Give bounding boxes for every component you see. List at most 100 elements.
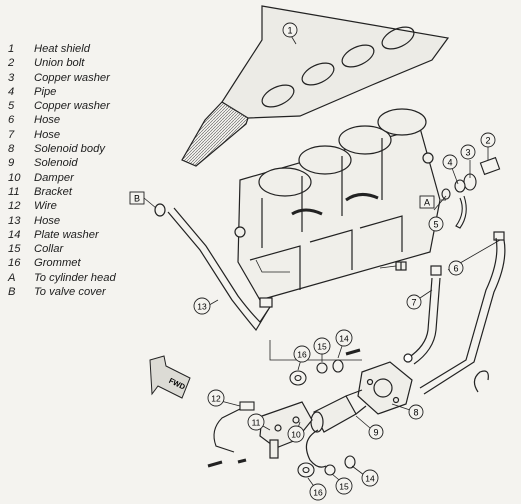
- hose-13: [154, 203, 273, 332]
- svg-text:9: 9: [373, 428, 378, 438]
- legend-key: 8: [8, 143, 15, 156]
- hose-clamp: [473, 370, 489, 393]
- legend-key: 16: [8, 257, 21, 270]
- callout-7: 7: [406, 294, 422, 310]
- svg-text:1: 1: [287, 26, 292, 36]
- callout-14-bottom: 14: [361, 469, 379, 487]
- legend-label: Copper washer: [34, 100, 110, 113]
- callout-6: 6: [448, 260, 464, 276]
- legend-row: 7 Hose: [6, 128, 176, 142]
- legend-key: 9: [8, 157, 15, 170]
- svg-text:4: 4: [447, 158, 452, 168]
- svg-text:10: 10: [291, 430, 301, 440]
- legend-label: Damper: [34, 171, 74, 184]
- callout-8: 8: [408, 404, 424, 420]
- callout-1: 1: [282, 22, 298, 38]
- svg-text:7: 7: [411, 298, 416, 308]
- legend-key: B: [8, 286, 16, 299]
- legend-row: 6 Hose: [6, 113, 176, 127]
- legend-label: Hose: [34, 214, 61, 227]
- legend-row: 10 Damper: [6, 171, 176, 185]
- legend-label: Union bolt: [34, 57, 85, 70]
- legend-key: 6: [8, 114, 15, 127]
- legend-key: 7: [8, 128, 15, 141]
- legend-label: Solenoid body: [34, 143, 105, 156]
- legend-row: B To valve cover: [6, 285, 176, 299]
- svg-text:A: A: [424, 198, 430, 208]
- legend-key: 12: [8, 200, 21, 213]
- callout-11: 11: [247, 413, 265, 431]
- legend-key: 14: [8, 228, 21, 241]
- svg-text:12: 12: [211, 394, 221, 404]
- legend-row: 5 Copper washer: [6, 99, 176, 113]
- callout-15-bottom: 15: [335, 477, 353, 495]
- legend-key: 2: [8, 57, 15, 70]
- legend-key: 1: [8, 43, 15, 55]
- svg-text:16: 16: [297, 350, 307, 360]
- callout-15-top: 15: [313, 337, 331, 355]
- svg-text:13: 13: [197, 302, 207, 312]
- callout-4: 4: [442, 154, 458, 170]
- legend-key: 5: [8, 100, 15, 113]
- callout-5: 5: [428, 216, 444, 232]
- callout-16-bottom: 16: [309, 483, 327, 501]
- hose-6: [419, 231, 506, 395]
- heat-shield: [181, 5, 450, 167]
- svg-text:8: 8: [413, 408, 418, 418]
- svg-text:6: 6: [453, 264, 458, 274]
- legend-row: A To cylinder head: [6, 271, 176, 285]
- legend-label: Pipe: [34, 85, 57, 98]
- svg-text:2: 2: [485, 136, 490, 146]
- svg-text:B: B: [134, 194, 140, 204]
- legend-key: 10: [8, 171, 21, 184]
- legend-label: To valve cover: [34, 286, 106, 299]
- legend-label: Solenoid: [34, 157, 78, 170]
- svg-text:16: 16: [313, 488, 323, 498]
- svg-text:5: 5: [433, 220, 438, 230]
- legend-label: Hose: [34, 128, 61, 141]
- carburetor-bank: [234, 108, 441, 301]
- legend-label: Heat shield: [34, 43, 90, 55]
- callout-10: 10: [287, 425, 305, 443]
- callout-2: 2: [480, 132, 496, 148]
- legend-key: 15: [8, 243, 21, 256]
- svg-text:11: 11: [252, 418, 261, 428]
- legend-key: A: [8, 271, 16, 284]
- solenoid: [305, 389, 367, 468]
- mount-hardware: [207, 348, 361, 478]
- reference-box-a: A: [419, 195, 435, 209]
- svg-text:14: 14: [339, 334, 349, 344]
- svg-text:3: 3: [465, 148, 470, 158]
- hose-7: [407, 265, 442, 365]
- legend-label: Hose: [34, 114, 61, 127]
- legend-label: To cylinder head: [34, 271, 116, 284]
- legend-label: Wire: [34, 200, 57, 213]
- solenoid-body: [357, 353, 413, 415]
- legend-key: 11: [8, 185, 20, 198]
- legend-row: 9 Solenoid: [6, 156, 176, 170]
- wire: [213, 401, 255, 453]
- svg-text:14: 14: [365, 474, 375, 484]
- legend-row: 13 Hose: [6, 214, 176, 228]
- svg-text:15: 15: [339, 482, 349, 492]
- legend-label: Copper washer: [34, 71, 110, 84]
- legend-row: 12 Wire: [6, 199, 176, 213]
- callout-14-top: 14: [335, 329, 353, 347]
- legend-row: 16 Grommet: [6, 256, 176, 270]
- callout-12: 12: [207, 389, 225, 407]
- legend-label: Plate washer: [34, 228, 99, 241]
- legend-row: 4 Pipe: [6, 85, 176, 99]
- callout-9: 9: [368, 424, 384, 440]
- legend-row: 8 Solenoid body: [6, 142, 176, 156]
- legend-key: 4: [8, 85, 15, 98]
- legend-row: 14 Plate washer: [6, 228, 176, 242]
- legend-key: 13: [8, 214, 21, 227]
- legend-label: Grommet: [34, 257, 81, 270]
- svg-text:15: 15: [317, 342, 327, 352]
- legend-row: 2 Union bolt: [6, 56, 176, 70]
